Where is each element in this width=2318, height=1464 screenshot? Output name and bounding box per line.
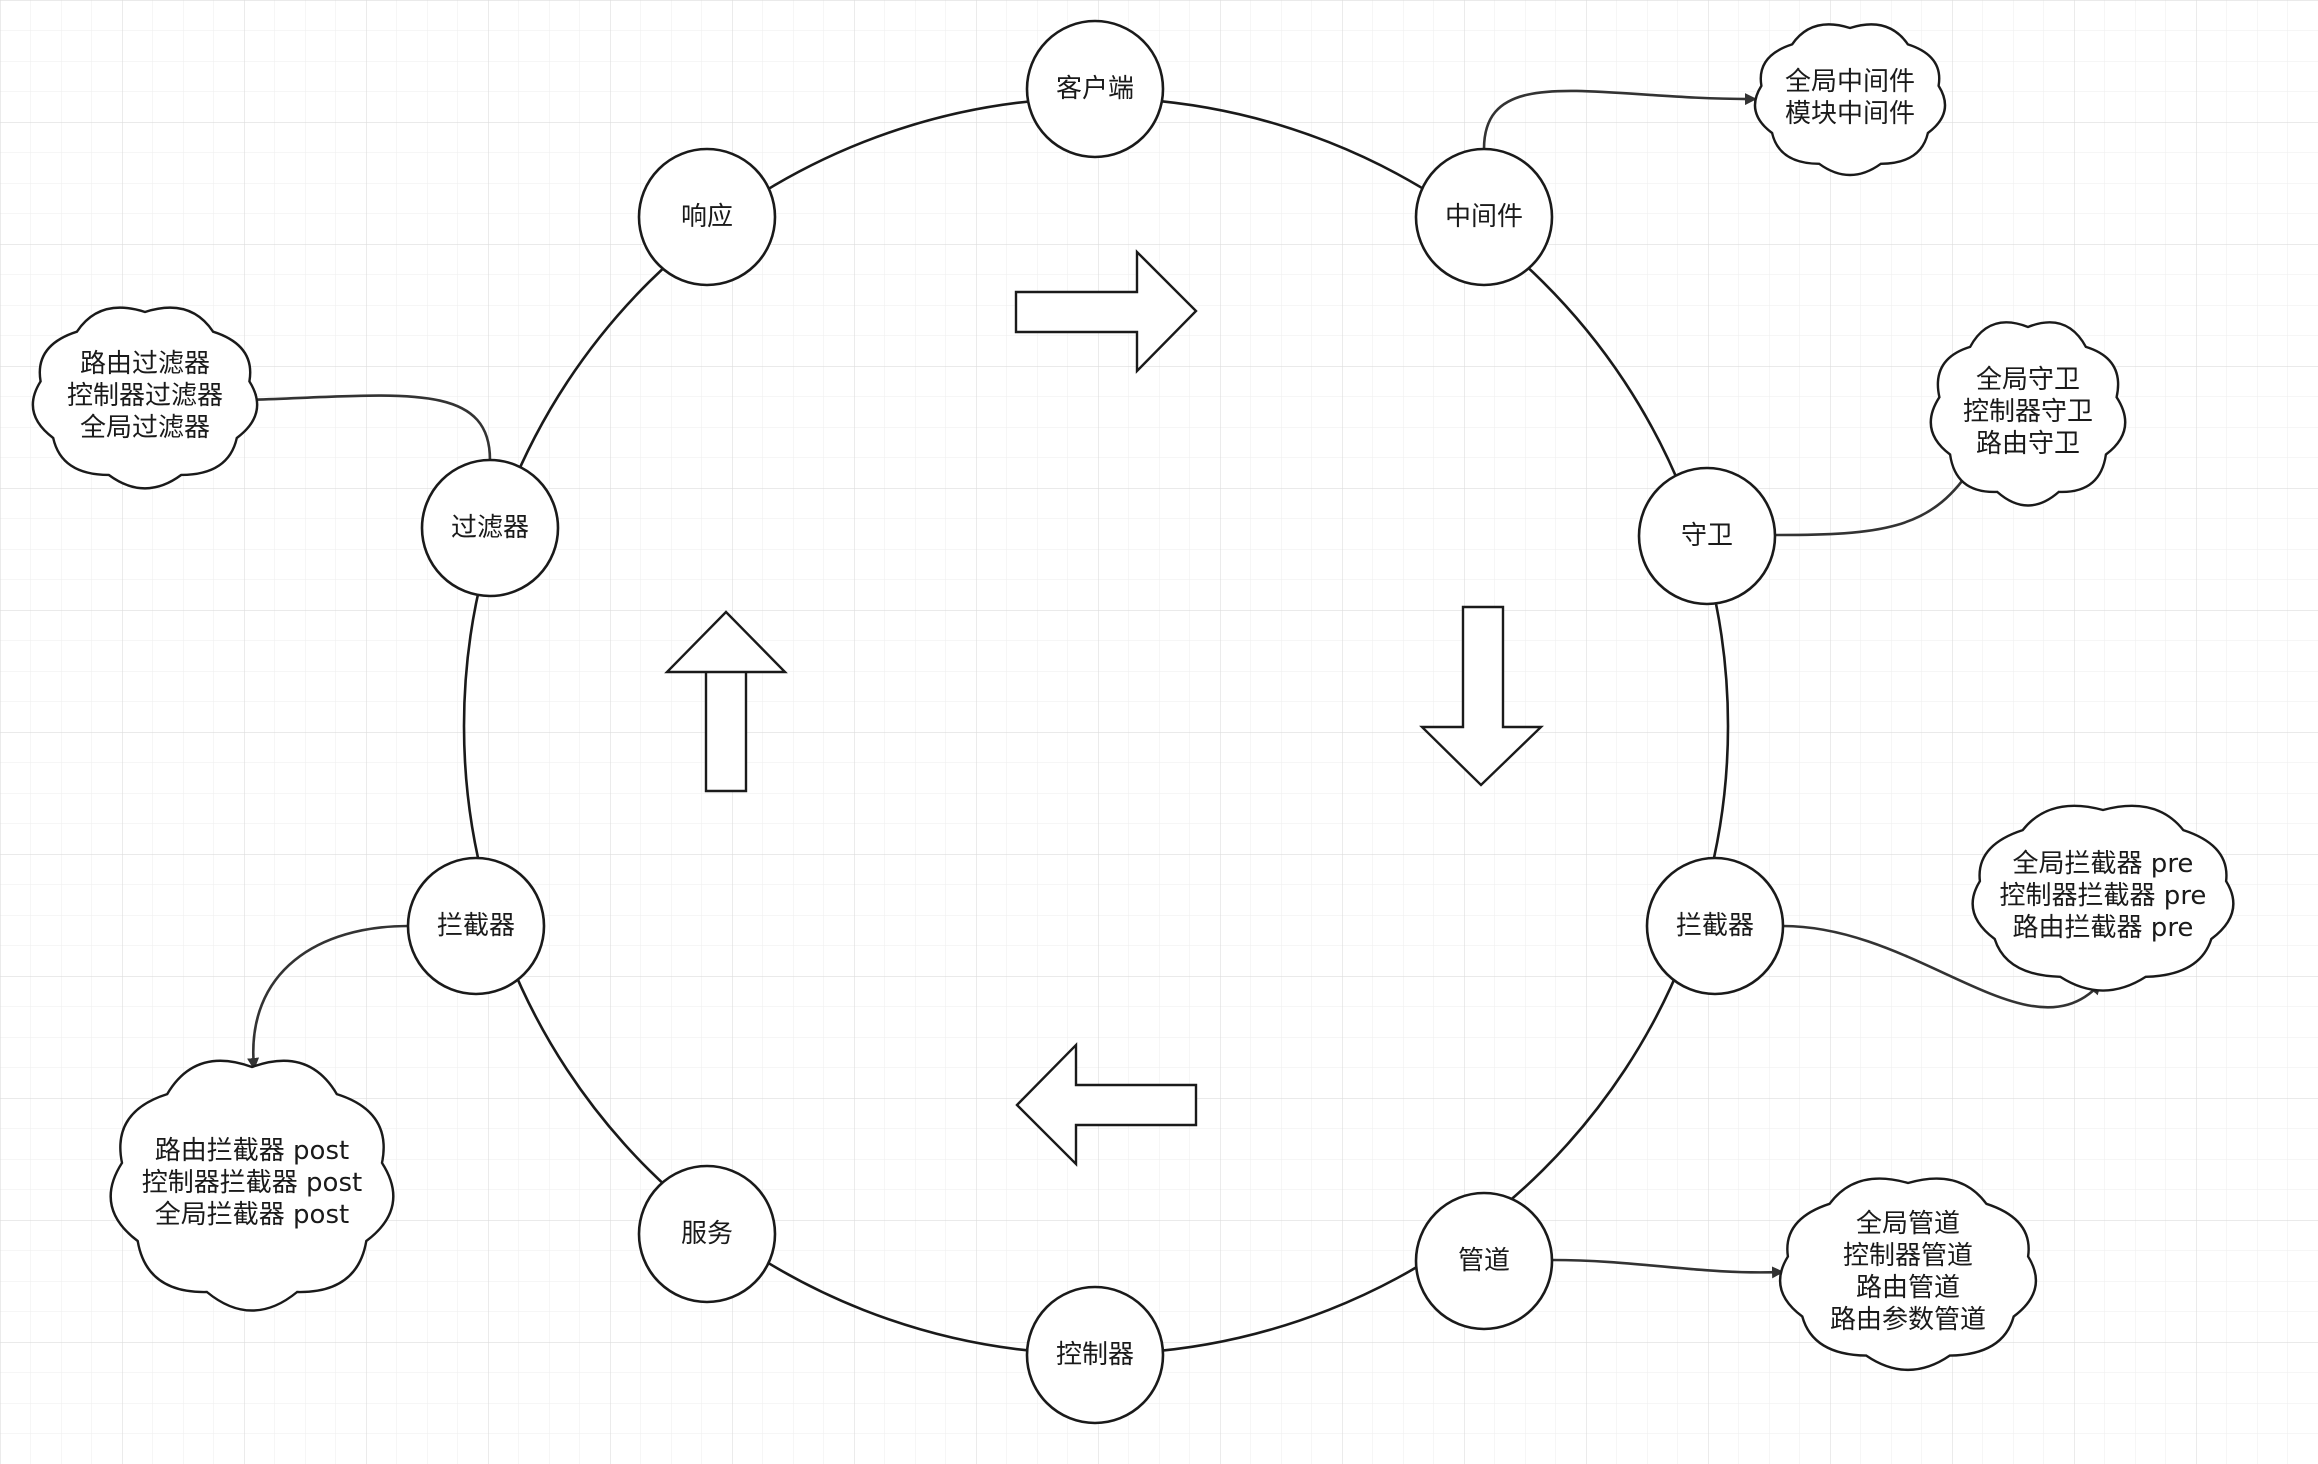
pipe-note-shape (1778, 1177, 2038, 1372)
node-interceptor-post: 拦截器 (406, 856, 546, 996)
interceptor-post-note-line: 路由拦截器 post (155, 1136, 349, 1166)
node-service-label: 服务 (681, 1219, 733, 1249)
interceptor-pre-note-line: 控制器拦截器 pre (2000, 881, 2207, 911)
node-response: 响应 (637, 147, 777, 287)
node-controller-circle (1025, 1285, 1165, 1425)
flow-arrow-up (664, 610, 788, 793)
node-pipe-circle (1414, 1191, 1554, 1331)
interceptor-post-note-line: 控制器拦截器 post (142, 1168, 362, 1198)
connector-pipe-note (1551, 1258, 1784, 1279)
node-interceptor-pre-label: 拦截器 (1676, 911, 1754, 941)
guard-note-line: 控制器守卫 (1963, 397, 2093, 427)
node-interceptor-post-label: 拦截器 (437, 911, 515, 941)
node-pipe-label: 管道 (1458, 1246, 1510, 1276)
middleware-note-line: 全局中间件 (1785, 67, 1915, 97)
node-guard-label: 守卫 (1681, 521, 1733, 551)
node-middleware-label: 中间件 (1445, 202, 1523, 232)
connector-middleware-note (1482, 89, 1757, 150)
filter-note-line: 全局过滤器 (80, 413, 210, 443)
node-guard-circle (1637, 466, 1777, 606)
connector-interceptor-post-note (247, 924, 409, 1070)
node-filter-circle (420, 458, 560, 598)
pipe-note-line: 全局管道 (1856, 1209, 1960, 1239)
interceptor-post-note-shape (109, 1059, 395, 1312)
node-controller: 控制器 (1025, 1285, 1165, 1425)
interceptor-pre-note-line: 路由拦截器 pre (2013, 913, 2194, 943)
middleware-note-line: 模块中间件 (1785, 99, 1915, 129)
flow-arrow-down (1419, 605, 1544, 787)
node-client-circle (1025, 19, 1165, 159)
middleware-note-shape (1753, 23, 1947, 177)
node-interceptor-post-circle (406, 856, 546, 996)
connector-guard-note (1774, 468, 1972, 537)
filter-note-line: 控制器过滤器 (67, 381, 223, 411)
node-response-circle (637, 147, 777, 287)
guard-note-shape (1929, 321, 2127, 507)
connector-filter-note (245, 393, 492, 461)
interceptor-post-note-line: 全局拦截器 post (155, 1200, 349, 1230)
node-middleware: 中间件 (1414, 147, 1554, 287)
filter-note-shape (31, 306, 259, 490)
node-response-label: 响应 (681, 202, 733, 232)
node-client: 客户端 (1025, 19, 1165, 159)
node-pipe: 管道 (1414, 1191, 1554, 1331)
node-service-circle (637, 1164, 777, 1304)
pipe-note-line: 路由参数管道 (1830, 1305, 1986, 1335)
node-filter-label: 过滤器 (451, 513, 529, 543)
node-middleware-circle (1414, 147, 1554, 287)
pipe-note-line: 路由管道 (1856, 1273, 1960, 1303)
interceptor-pre-note-line: 全局拦截器 pre (2013, 849, 2194, 879)
node-controller-label: 控制器 (1056, 1340, 1134, 1370)
node-filter: 过滤器 (420, 458, 560, 598)
flow-arrow-right (1014, 249, 1198, 374)
node-interceptor-pre: 拦截器 (1645, 856, 1785, 996)
node-client-label: 客户端 (1056, 74, 1134, 104)
interceptor-pre-note-shape (1971, 804, 2235, 992)
flow-arrow-left (1015, 1042, 1198, 1167)
filter-note-line: 路由过滤器 (80, 349, 210, 379)
note-connectors (245, 89, 2102, 1279)
pipe-note-line: 控制器管道 (1843, 1241, 1973, 1271)
node-guard: 守卫 (1637, 466, 1777, 606)
node-service: 服务 (637, 1164, 777, 1304)
guard-note-line: 全局守卫 (1976, 365, 2080, 395)
connector-interceptor-pre-note (1782, 924, 2102, 1009)
node-interceptor-pre-circle (1645, 856, 1785, 996)
guard-note-line: 路由守卫 (1976, 429, 2080, 459)
